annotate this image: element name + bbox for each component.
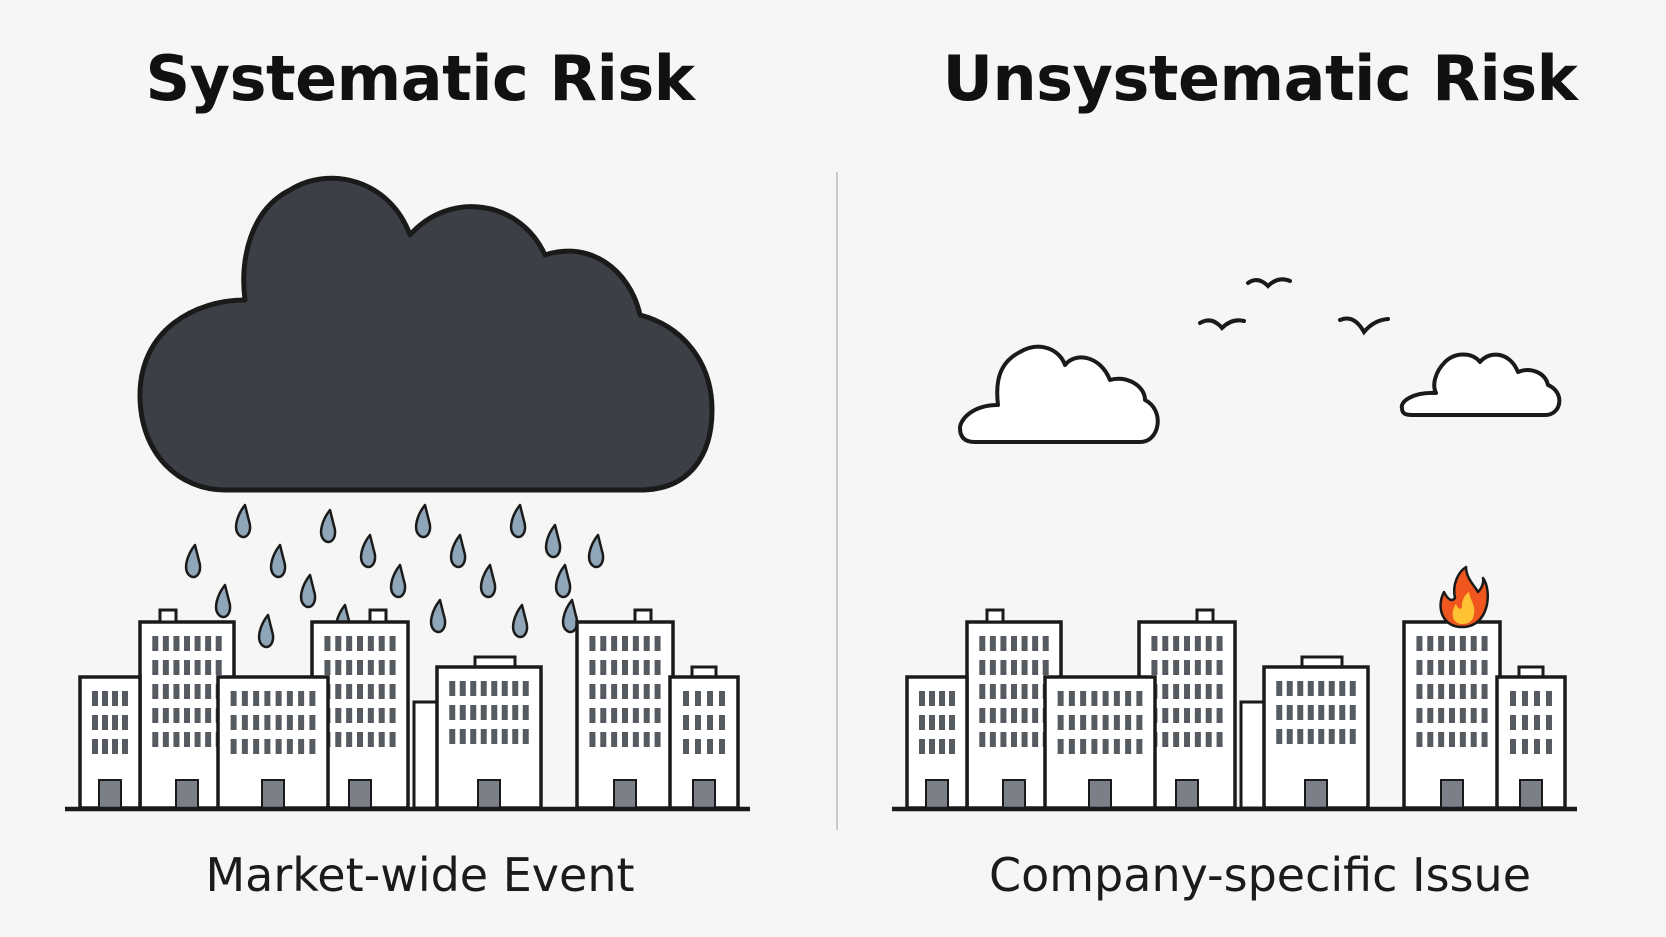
raindrop: [234, 503, 252, 539]
bird-icon: [1246, 277, 1292, 289]
systematic-risk-title: Systematic Risk: [145, 42, 695, 115]
raindrop: [511, 603, 529, 639]
raindrop: [359, 533, 377, 569]
bird-icon: [1198, 318, 1246, 331]
raindrop: [299, 573, 317, 609]
city-buildings-icon: [65, 608, 750, 812]
cloud-icon: [1399, 352, 1562, 417]
company-specific-issue-caption: Company-specific Issue: [988, 848, 1531, 902]
raindrop: [449, 533, 467, 569]
building: [1402, 620, 1502, 810]
raindrop: [554, 563, 572, 599]
raindrop: [587, 533, 605, 569]
storm-cloud-icon: [137, 175, 715, 493]
bird-icon: [1338, 316, 1390, 336]
raindrop: [214, 583, 232, 619]
unsystematic-risk-title: Unsystematic Risk: [942, 42, 1578, 115]
building: [1043, 675, 1157, 810]
raindrop: [414, 503, 432, 539]
fire-icon: [1439, 565, 1490, 629]
cloud-icon: [958, 344, 1160, 444]
raindrop: [257, 613, 275, 649]
building: [216, 675, 330, 810]
raindrop: [544, 523, 562, 559]
raindrop: [184, 543, 202, 579]
raindrop: [269, 543, 287, 579]
market-wide-event-caption: Market-wide Event: [205, 848, 635, 902]
building: [78, 675, 142, 810]
raindrop: [479, 563, 497, 599]
raindrop: [429, 598, 447, 634]
building: [435, 665, 543, 810]
raindrop: [509, 503, 527, 539]
panel-divider: [836, 172, 838, 830]
building: [668, 675, 740, 810]
raindrop: [319, 508, 337, 544]
building: [575, 620, 675, 810]
building: [1262, 665, 1370, 810]
raindrop: [389, 563, 407, 599]
raindrop: [561, 598, 579, 634]
building: [1495, 675, 1567, 810]
city-buildings-icon: [892, 608, 1577, 812]
building: [905, 675, 969, 810]
